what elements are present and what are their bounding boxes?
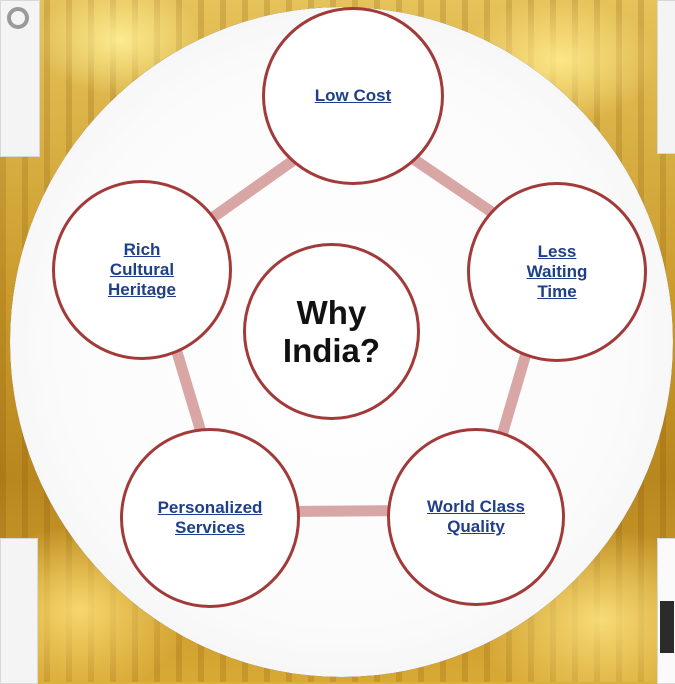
node-label-low-cost[interactable]: Low Cost xyxy=(314,86,392,105)
node-rich-cultural-heritage: Rich Cultural Heritage xyxy=(52,180,232,360)
node-label-rich-cultural-heritage[interactable]: Rich Cultural Heritage xyxy=(107,240,177,299)
node-less-waiting-time: Less Waiting Time xyxy=(467,182,647,362)
node-label-personalized-services[interactable]: Personalized Services xyxy=(157,498,263,537)
node-label-world-class-quality[interactable]: World Class Quality xyxy=(427,497,525,536)
center-node-why-india: Why India? xyxy=(243,243,420,420)
node-personalized-services: Personalized Services xyxy=(120,428,300,608)
node-low-cost: Low Cost xyxy=(262,7,444,185)
node-label-less-waiting-time[interactable]: Less Waiting Time xyxy=(526,242,588,301)
center-label: Why India? xyxy=(282,293,381,369)
node-world-class-quality: World Class Quality xyxy=(387,428,565,606)
